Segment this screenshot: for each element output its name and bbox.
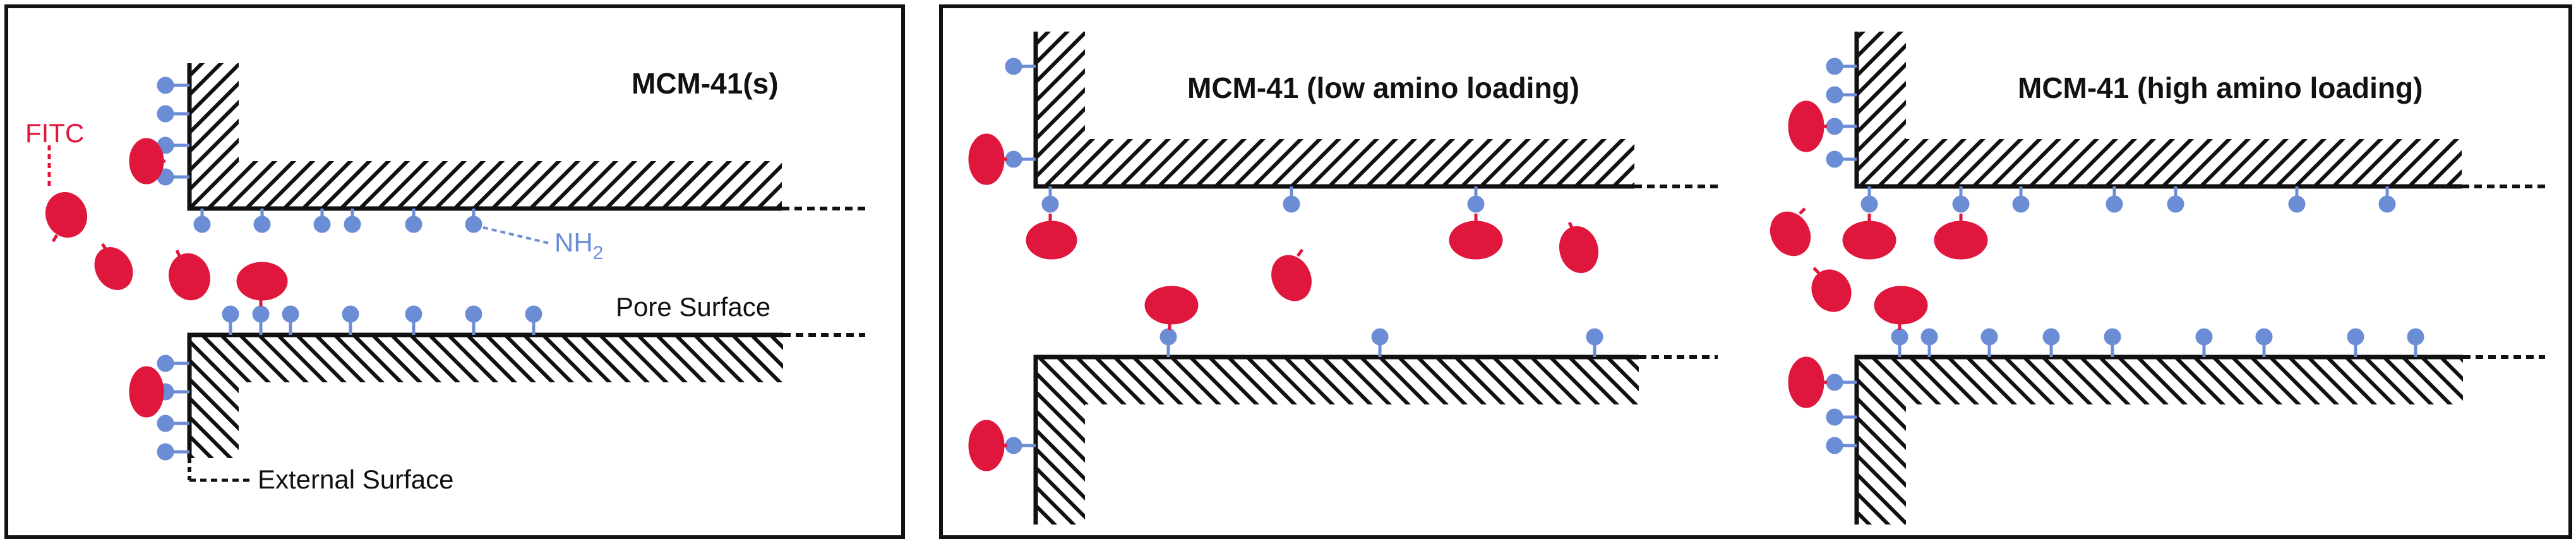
high-pore-amino-top bbox=[1860, 186, 2396, 213]
nh2-subscript: 2 bbox=[593, 243, 604, 264]
high-external-amino-groups bbox=[1826, 58, 1857, 454]
right-panel-frame bbox=[939, 4, 2572, 539]
upper-silica-wall bbox=[187, 63, 865, 211]
external-surface-label: External Surface bbox=[258, 464, 454, 494]
pore-amino-groups-bottom bbox=[222, 305, 542, 335]
nh2-label: NH2 bbox=[554, 228, 603, 264]
low-loading-title: MCM-41 (low amino loading) bbox=[1187, 71, 1579, 104]
high-loading-diagram: MCM-41 (high amino loading) bbox=[1770, 32, 2545, 525]
nh2-pointer-line bbox=[482, 226, 550, 245]
pore-amino-groups-top bbox=[193, 209, 482, 233]
high-lower-wall bbox=[1854, 355, 2545, 525]
nh2-prefix: NH bbox=[554, 228, 593, 257]
low-loading-diagram: MCM-41 (low amino loading) bbox=[968, 32, 1718, 525]
high-upper-wall bbox=[1854, 32, 2545, 189]
fitc-molecules-left bbox=[45, 138, 288, 418]
low-external-amino-groups bbox=[1005, 58, 1036, 454]
high-pore-amino-bottom bbox=[1891, 328, 2424, 357]
low-pore-amino-top bbox=[1041, 186, 1485, 213]
left-panel-title: MCM-41(s) bbox=[632, 67, 779, 100]
low-fitc-molecules bbox=[968, 133, 1599, 471]
right-panel: MCM-41 (low amino loading) bbox=[939, 4, 2572, 539]
lower-silica-wall bbox=[187, 332, 865, 482]
low-upper-wall bbox=[1033, 32, 1718, 189]
high-fitc-molecules bbox=[1770, 100, 1988, 408]
high-loading-title: MCM-41 (high amino loading) bbox=[2018, 71, 2423, 104]
low-lower-wall bbox=[1033, 355, 1718, 525]
external-amino-groups-upper bbox=[157, 76, 189, 186]
left-panel: FITC NH2 MCM-41(s) Pore Surface External… bbox=[4, 4, 905, 539]
external-amino-groups-lower bbox=[157, 355, 189, 461]
fitc-label: FITC bbox=[25, 118, 84, 148]
left-panel-frame bbox=[4, 4, 905, 539]
pore-surface-label: Pore Surface bbox=[616, 292, 770, 322]
low-pore-amino-bottom bbox=[1159, 328, 1603, 357]
